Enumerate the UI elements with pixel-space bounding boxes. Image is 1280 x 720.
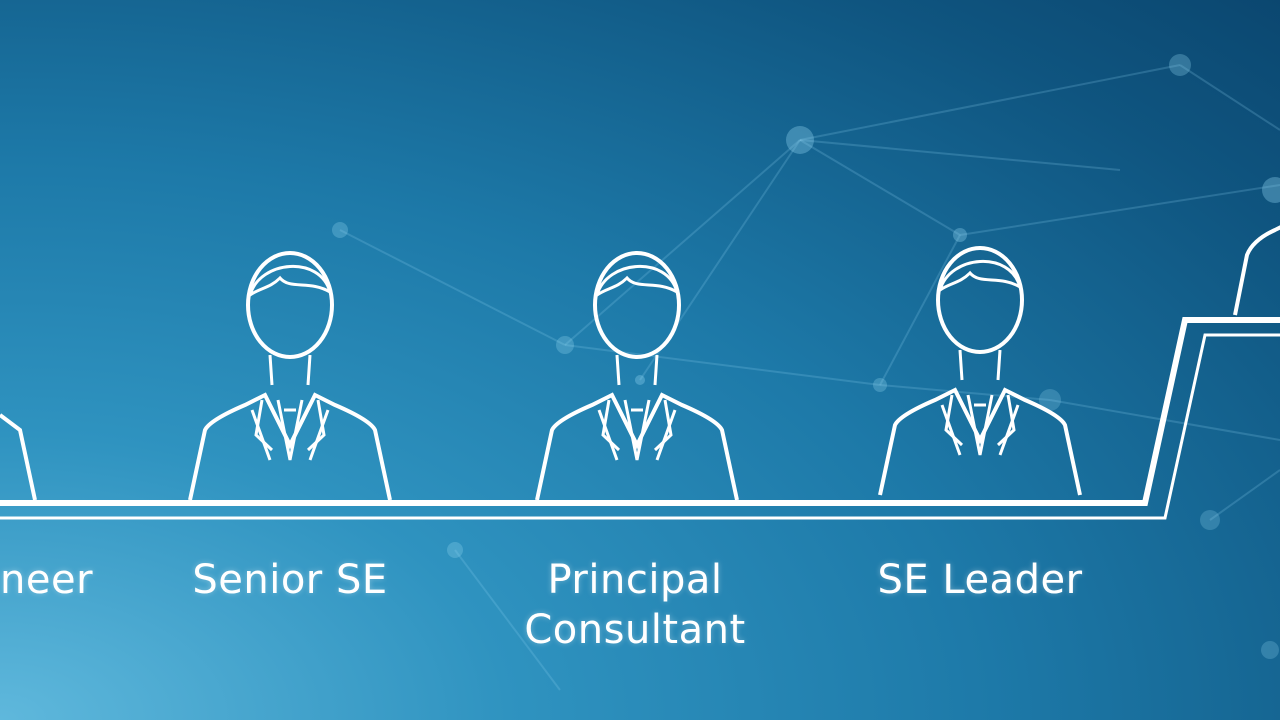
person-icon — [535, 251, 739, 502]
person-icon — [878, 246, 1082, 497]
role-label-principal-consultant: Principal Consultant — [524, 557, 746, 653]
person-icon — [0, 413, 37, 502]
role-label-se-leader: SE Leader — [877, 557, 1083, 603]
person-icon — [1233, 218, 1280, 317]
role-label-senior-se: Senior SE — [192, 557, 388, 603]
person-icon — [188, 251, 392, 502]
role-label-engineer: neer — [0, 557, 94, 603]
